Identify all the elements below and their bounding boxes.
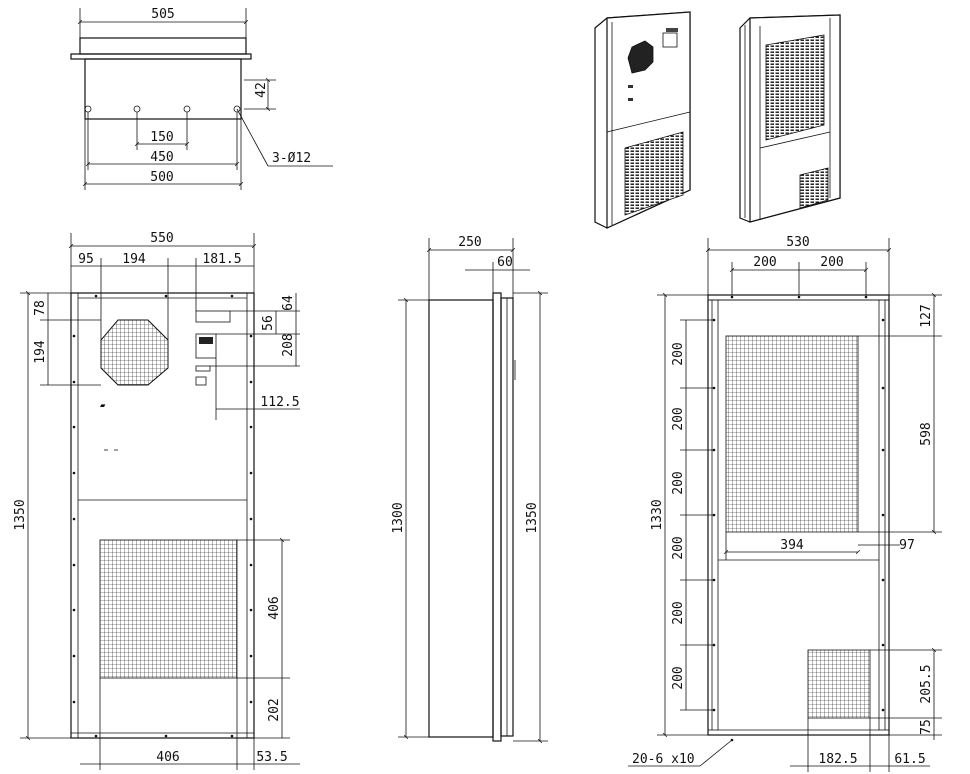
dim-200-b: 200 bbox=[820, 255, 843, 270]
dim-550: 550 bbox=[150, 231, 173, 246]
lower-grille-rear bbox=[807, 649, 871, 719]
dim-150: 150 bbox=[150, 130, 173, 145]
fan-grille bbox=[100, 319, 169, 386]
mount-hole bbox=[183, 105, 191, 113]
top-plate bbox=[84, 58, 242, 120]
dim-200-s6: 200 bbox=[671, 666, 686, 689]
dim-406-h: 406 bbox=[156, 750, 179, 765]
front-body bbox=[70, 292, 255, 739]
dim-182-5: 182.5 bbox=[818, 752, 857, 767]
dim-194-v: 194 bbox=[33, 340, 48, 364]
dim-1350: 1350 bbox=[13, 499, 28, 530]
dim-500: 500 bbox=[150, 170, 173, 185]
holes-label-rear: 20-6 x10 bbox=[632, 752, 695, 767]
dim-127: 127 bbox=[919, 304, 934, 327]
rear-view: 530 200 200 127 598 394 97 205.5 75 1330… bbox=[628, 235, 942, 772]
dim-95: 95 bbox=[78, 252, 94, 267]
dim-530: 530 bbox=[786, 235, 809, 250]
dim-200-s3: 200 bbox=[671, 471, 686, 494]
dim-200-s5: 200 bbox=[671, 601, 686, 624]
dim-97: 97 bbox=[899, 538, 915, 553]
dim-200-a: 200 bbox=[753, 255, 776, 270]
mount-hole bbox=[84, 105, 92, 113]
dim-1330: 1330 bbox=[650, 499, 665, 530]
dim-53-5: 53.5 bbox=[256, 750, 287, 765]
dim-200-s4: 200 bbox=[671, 536, 686, 559]
dim-205-5: 205.5 bbox=[919, 664, 934, 703]
dim-200-s1: 200 bbox=[671, 342, 686, 365]
mount-hole bbox=[133, 105, 141, 113]
dim-56: 56 bbox=[261, 315, 276, 331]
dim-1300: 1300 bbox=[391, 502, 406, 533]
top-body bbox=[79, 37, 247, 55]
top-flange bbox=[70, 53, 252, 60]
side-view: 250 60 1300 1350 bbox=[391, 235, 548, 744]
isometric-front-view bbox=[594, 11, 691, 229]
dim-60: 60 bbox=[497, 255, 513, 270]
dim-505: 505 bbox=[151, 7, 174, 22]
top-view: 505 42 150 450 500 3-Ø12 bbox=[70, 7, 333, 190]
dim-450: 450 bbox=[150, 150, 173, 165]
dim-194: 194 bbox=[122, 252, 146, 267]
upper-grille bbox=[725, 335, 859, 533]
dim-42: 42 bbox=[254, 82, 269, 98]
dim-250: 250 bbox=[458, 235, 481, 250]
dim-1350-side: 1350 bbox=[525, 502, 540, 533]
indicator-strip bbox=[195, 310, 231, 323]
dim-394: 394 bbox=[780, 538, 804, 553]
dim-598: 598 bbox=[919, 422, 934, 445]
lower-grille bbox=[99, 539, 238, 679]
dim-202: 202 bbox=[267, 698, 282, 721]
dim-208: 208 bbox=[281, 333, 296, 356]
dim-200-s2: 200 bbox=[671, 407, 686, 430]
dim-78: 78 bbox=[33, 300, 48, 316]
controller-display bbox=[195, 333, 217, 359]
dim-112-5: 112.5 bbox=[260, 395, 299, 410]
dim-61-5: 61.5 bbox=[894, 752, 925, 767]
dim-406-v: 406 bbox=[267, 596, 282, 619]
brand-logo: ▰ bbox=[100, 401, 106, 411]
side-body bbox=[428, 299, 494, 738]
dim-75: 75 bbox=[919, 719, 934, 735]
isometric-rear-view bbox=[739, 14, 841, 223]
dim-181-5: 181.5 bbox=[202, 252, 241, 267]
dim-64: 64 bbox=[281, 295, 296, 311]
front-view: ▰ 550 95 194 181.5 1350 78 194 64 56 208… bbox=[13, 231, 300, 770]
holes-label: 3-Ø12 bbox=[272, 151, 311, 166]
